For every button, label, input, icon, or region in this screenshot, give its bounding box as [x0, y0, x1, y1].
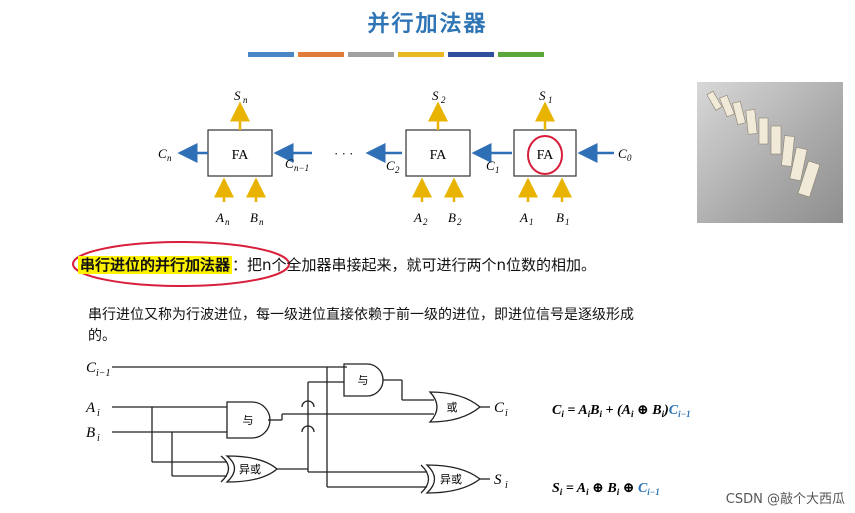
gate-level-full-adder: 与 与 或 异或 异或 C i−1 A i B i C i S i	[85, 360, 508, 494]
fa-label: FA	[430, 148, 448, 163]
color-bar-5	[448, 52, 494, 57]
b-sub: 1	[565, 217, 570, 227]
cin-label: C	[486, 158, 495, 173]
a-label: A	[413, 210, 422, 225]
fa-block-1: FA S 1 C 0 A 1 B 1	[513, 88, 632, 227]
a-sub: n	[225, 217, 230, 227]
heading-line: 串行进位的并行加法器：把n个全加器串接起来，就可进行两个n位数的相加。	[78, 254, 596, 275]
fa-block-n: FA S n C n C n−1 A n B n	[158, 88, 312, 227]
input-a-sub: i	[97, 408, 100, 419]
fa-chain-diagram: FA S n C n C n−1 A n B n · · · C 2 FA S …	[158, 88, 632, 227]
or-gate-label: 或	[447, 401, 458, 414]
s-sub: 1	[548, 95, 553, 105]
cout-sub: n	[167, 153, 172, 163]
cin-label: C	[618, 146, 627, 161]
color-bar-3	[348, 52, 394, 57]
b-label: B	[448, 210, 456, 225]
cin-sub: 1	[495, 165, 500, 175]
a-sub: 2	[423, 217, 428, 227]
output-s-sub: i	[505, 480, 508, 491]
b-label: B	[250, 210, 258, 225]
s-label: S	[539, 88, 546, 103]
svg-text:Si = Ai ⊕ Bi ⊕ Ci−1: Si = Ai ⊕ Bi ⊕ Ci−1	[552, 481, 660, 497]
b-label: B	[556, 210, 564, 225]
cout-label: C	[386, 158, 395, 173]
domino-photo	[697, 82, 843, 223]
input-b-sub: i	[97, 433, 100, 444]
carry-formula: Ci = AiBi + (Ai ⊕ Bi)Ci−1	[552, 403, 691, 419]
heading-description: ：把n个全加器串接起来，就可进行两个n位数的相加。	[232, 256, 597, 274]
cin-sub: 0	[627, 153, 632, 163]
hand-drawn-ellipse	[72, 241, 290, 287]
cout-label: C	[158, 146, 167, 161]
a-label: A	[519, 210, 528, 225]
s-sub: 2	[441, 95, 446, 105]
red-circle-annotation	[527, 135, 563, 175]
cin-sub: n−1	[294, 163, 309, 173]
s-label: S	[432, 88, 439, 103]
b-sub: n	[259, 217, 264, 227]
and-gate-2-label: 与	[358, 374, 369, 387]
fa-block-2: C 2 FA S 2 C 1 A 2 B 2	[365, 88, 512, 227]
output-c-sub: i	[505, 408, 508, 419]
formula-s-lhs: S	[552, 481, 560, 496]
and-gate-1-label: 与	[243, 414, 254, 427]
color-bar-2	[298, 52, 344, 57]
page-title: 并行加法器	[367, 11, 488, 37]
output-c-label: C	[494, 400, 505, 416]
color-bar-1	[248, 52, 294, 57]
s-sub: n	[243, 95, 248, 105]
fa-label: FA	[537, 148, 555, 163]
ellipsis: · · ·	[334, 146, 354, 161]
formula-c-lhs: C	[552, 403, 562, 418]
cout-sub: 2	[395, 165, 400, 175]
a-sub: 1	[529, 217, 534, 227]
input-c-label: C	[86, 360, 97, 376]
output-s-label: S	[494, 472, 502, 488]
input-a-label: A	[85, 400, 96, 416]
input-b-label: B	[86, 425, 95, 441]
s-label: S	[234, 88, 241, 103]
sum-formula: Si = Ai ⊕ Bi ⊕ Ci−1	[552, 481, 660, 497]
xor-gate-1-label: 异或	[239, 463, 261, 476]
a-label: A	[215, 210, 224, 225]
b-sub: 2	[457, 217, 462, 227]
xor-gate-2-label: 异或	[440, 473, 462, 486]
color-bar-4	[398, 52, 444, 57]
color-bar-6	[498, 52, 544, 57]
input-c-sub: i−1	[96, 368, 111, 379]
highlighted-term: 串行进位的并行加法器	[78, 256, 233, 274]
svg-text:Ci = AiBi + (Ai ⊕ Bi)Ci−1: Ci = AiBi + (Ai ⊕ Bi)Ci−1	[552, 403, 691, 419]
watermark: CSDN @敲个大西瓜	[725, 492, 845, 507]
cin-label: C	[285, 156, 294, 171]
fa-label: FA	[232, 148, 250, 163]
ripple-carry-paragraph: 串行进位又称为行波进位，每一级进位直接依赖于前一级的进位，即进位信号是逐级形成的…	[88, 307, 634, 344]
